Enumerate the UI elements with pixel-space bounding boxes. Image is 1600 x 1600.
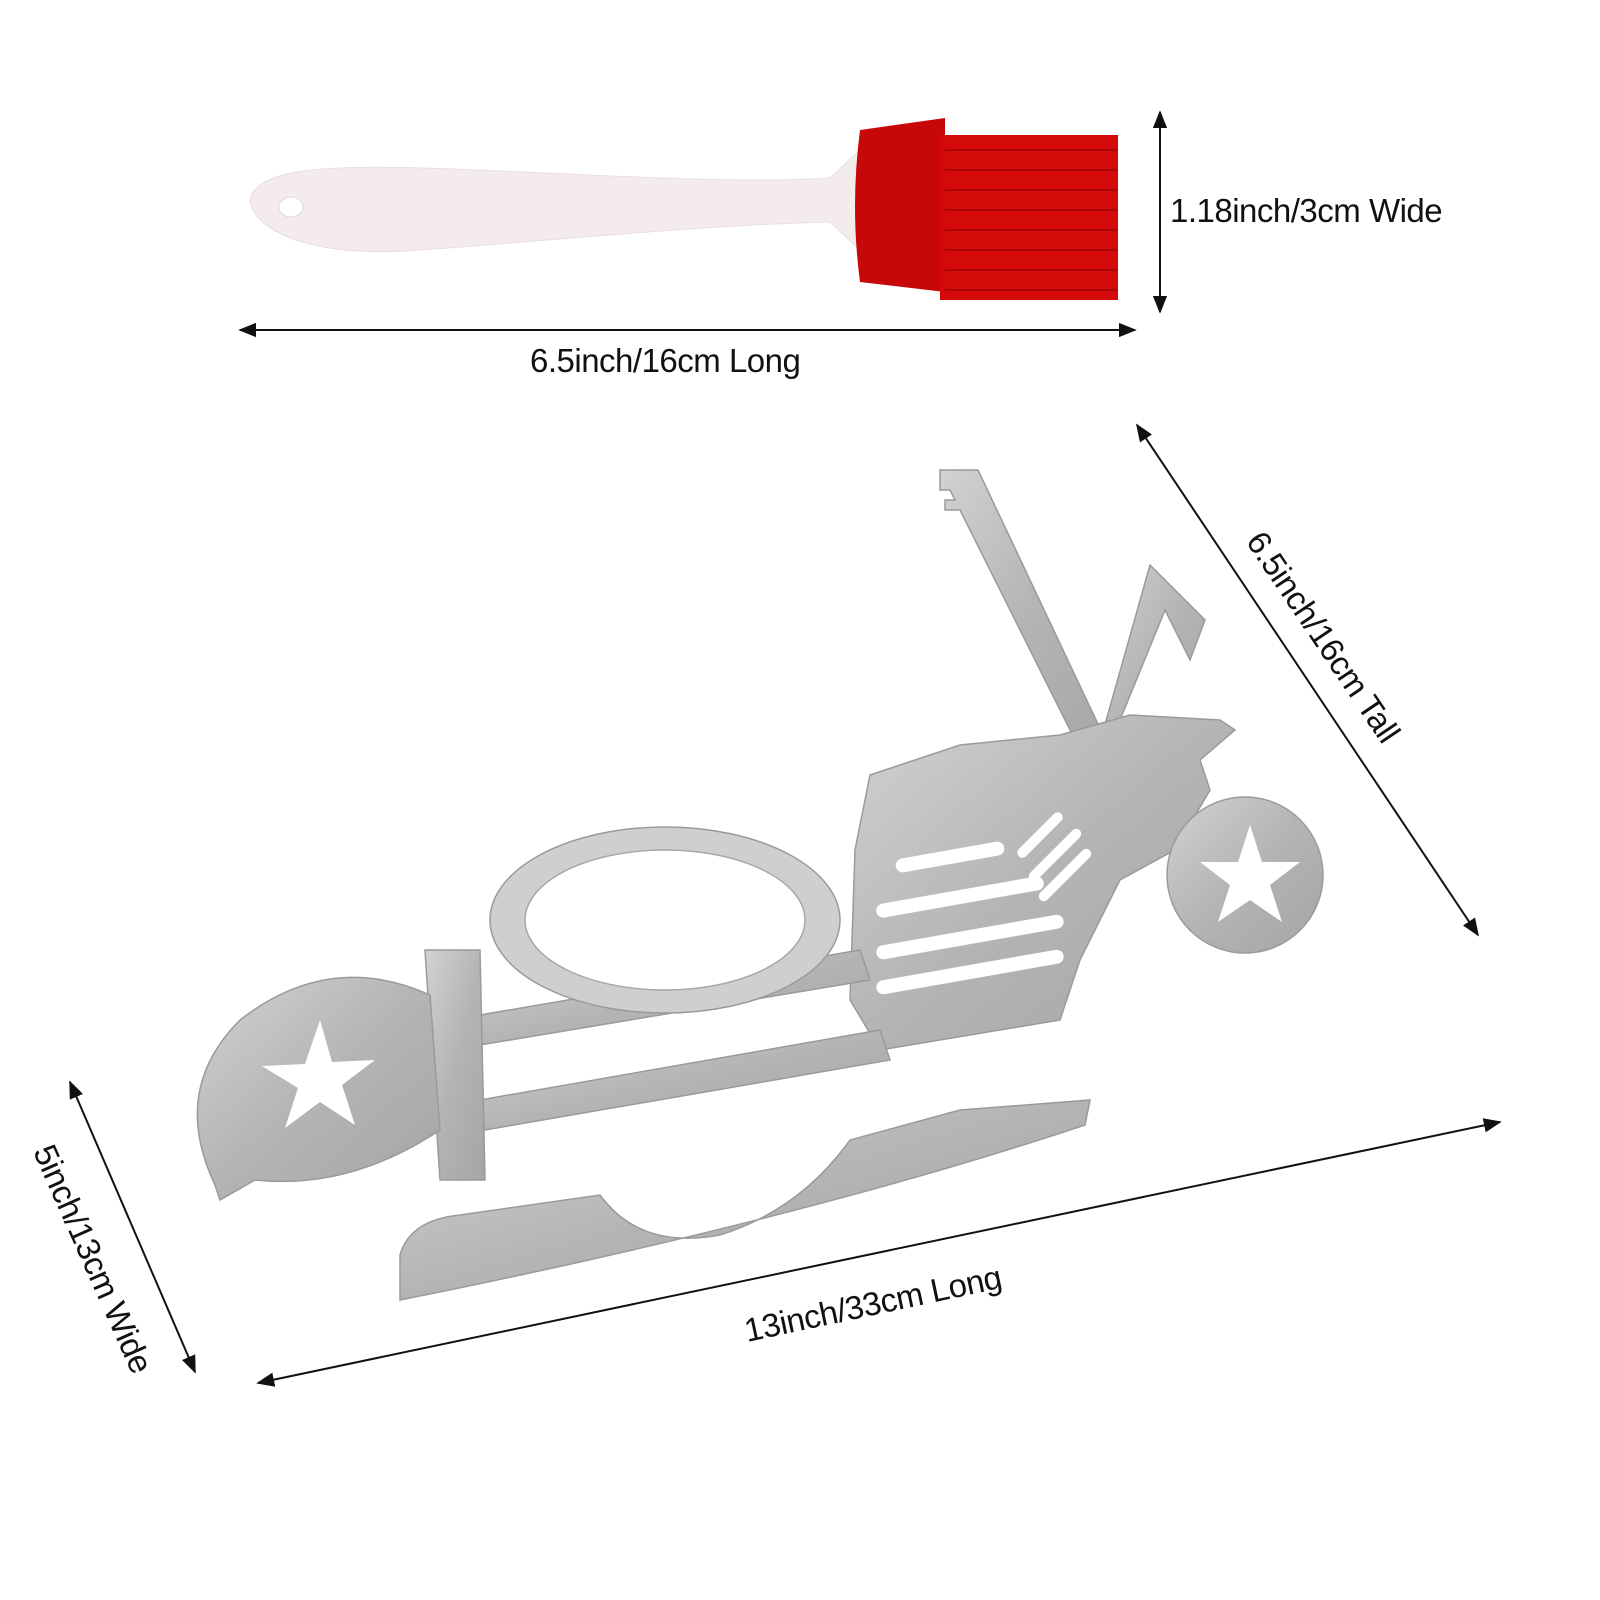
brush-length-label: 6.5inch/16cm Long [530,342,801,379]
handle-hole [278,196,304,218]
base-bar-front [479,1029,891,1131]
brush-handle [249,148,861,253]
brush-ferrule [855,118,945,292]
basting-brush [249,118,1118,300]
brush-bristles [940,135,1118,300]
handlebar [939,469,1117,771]
brush-width-label: 1.18inch/3cm Wide [1170,192,1443,229]
rack-height-arrow [1135,423,1480,937]
rack-length-arrow [256,1118,1502,1387]
motorcycle-chicken-rack [196,469,1324,1301]
rack-width-arrow [69,1080,196,1374]
